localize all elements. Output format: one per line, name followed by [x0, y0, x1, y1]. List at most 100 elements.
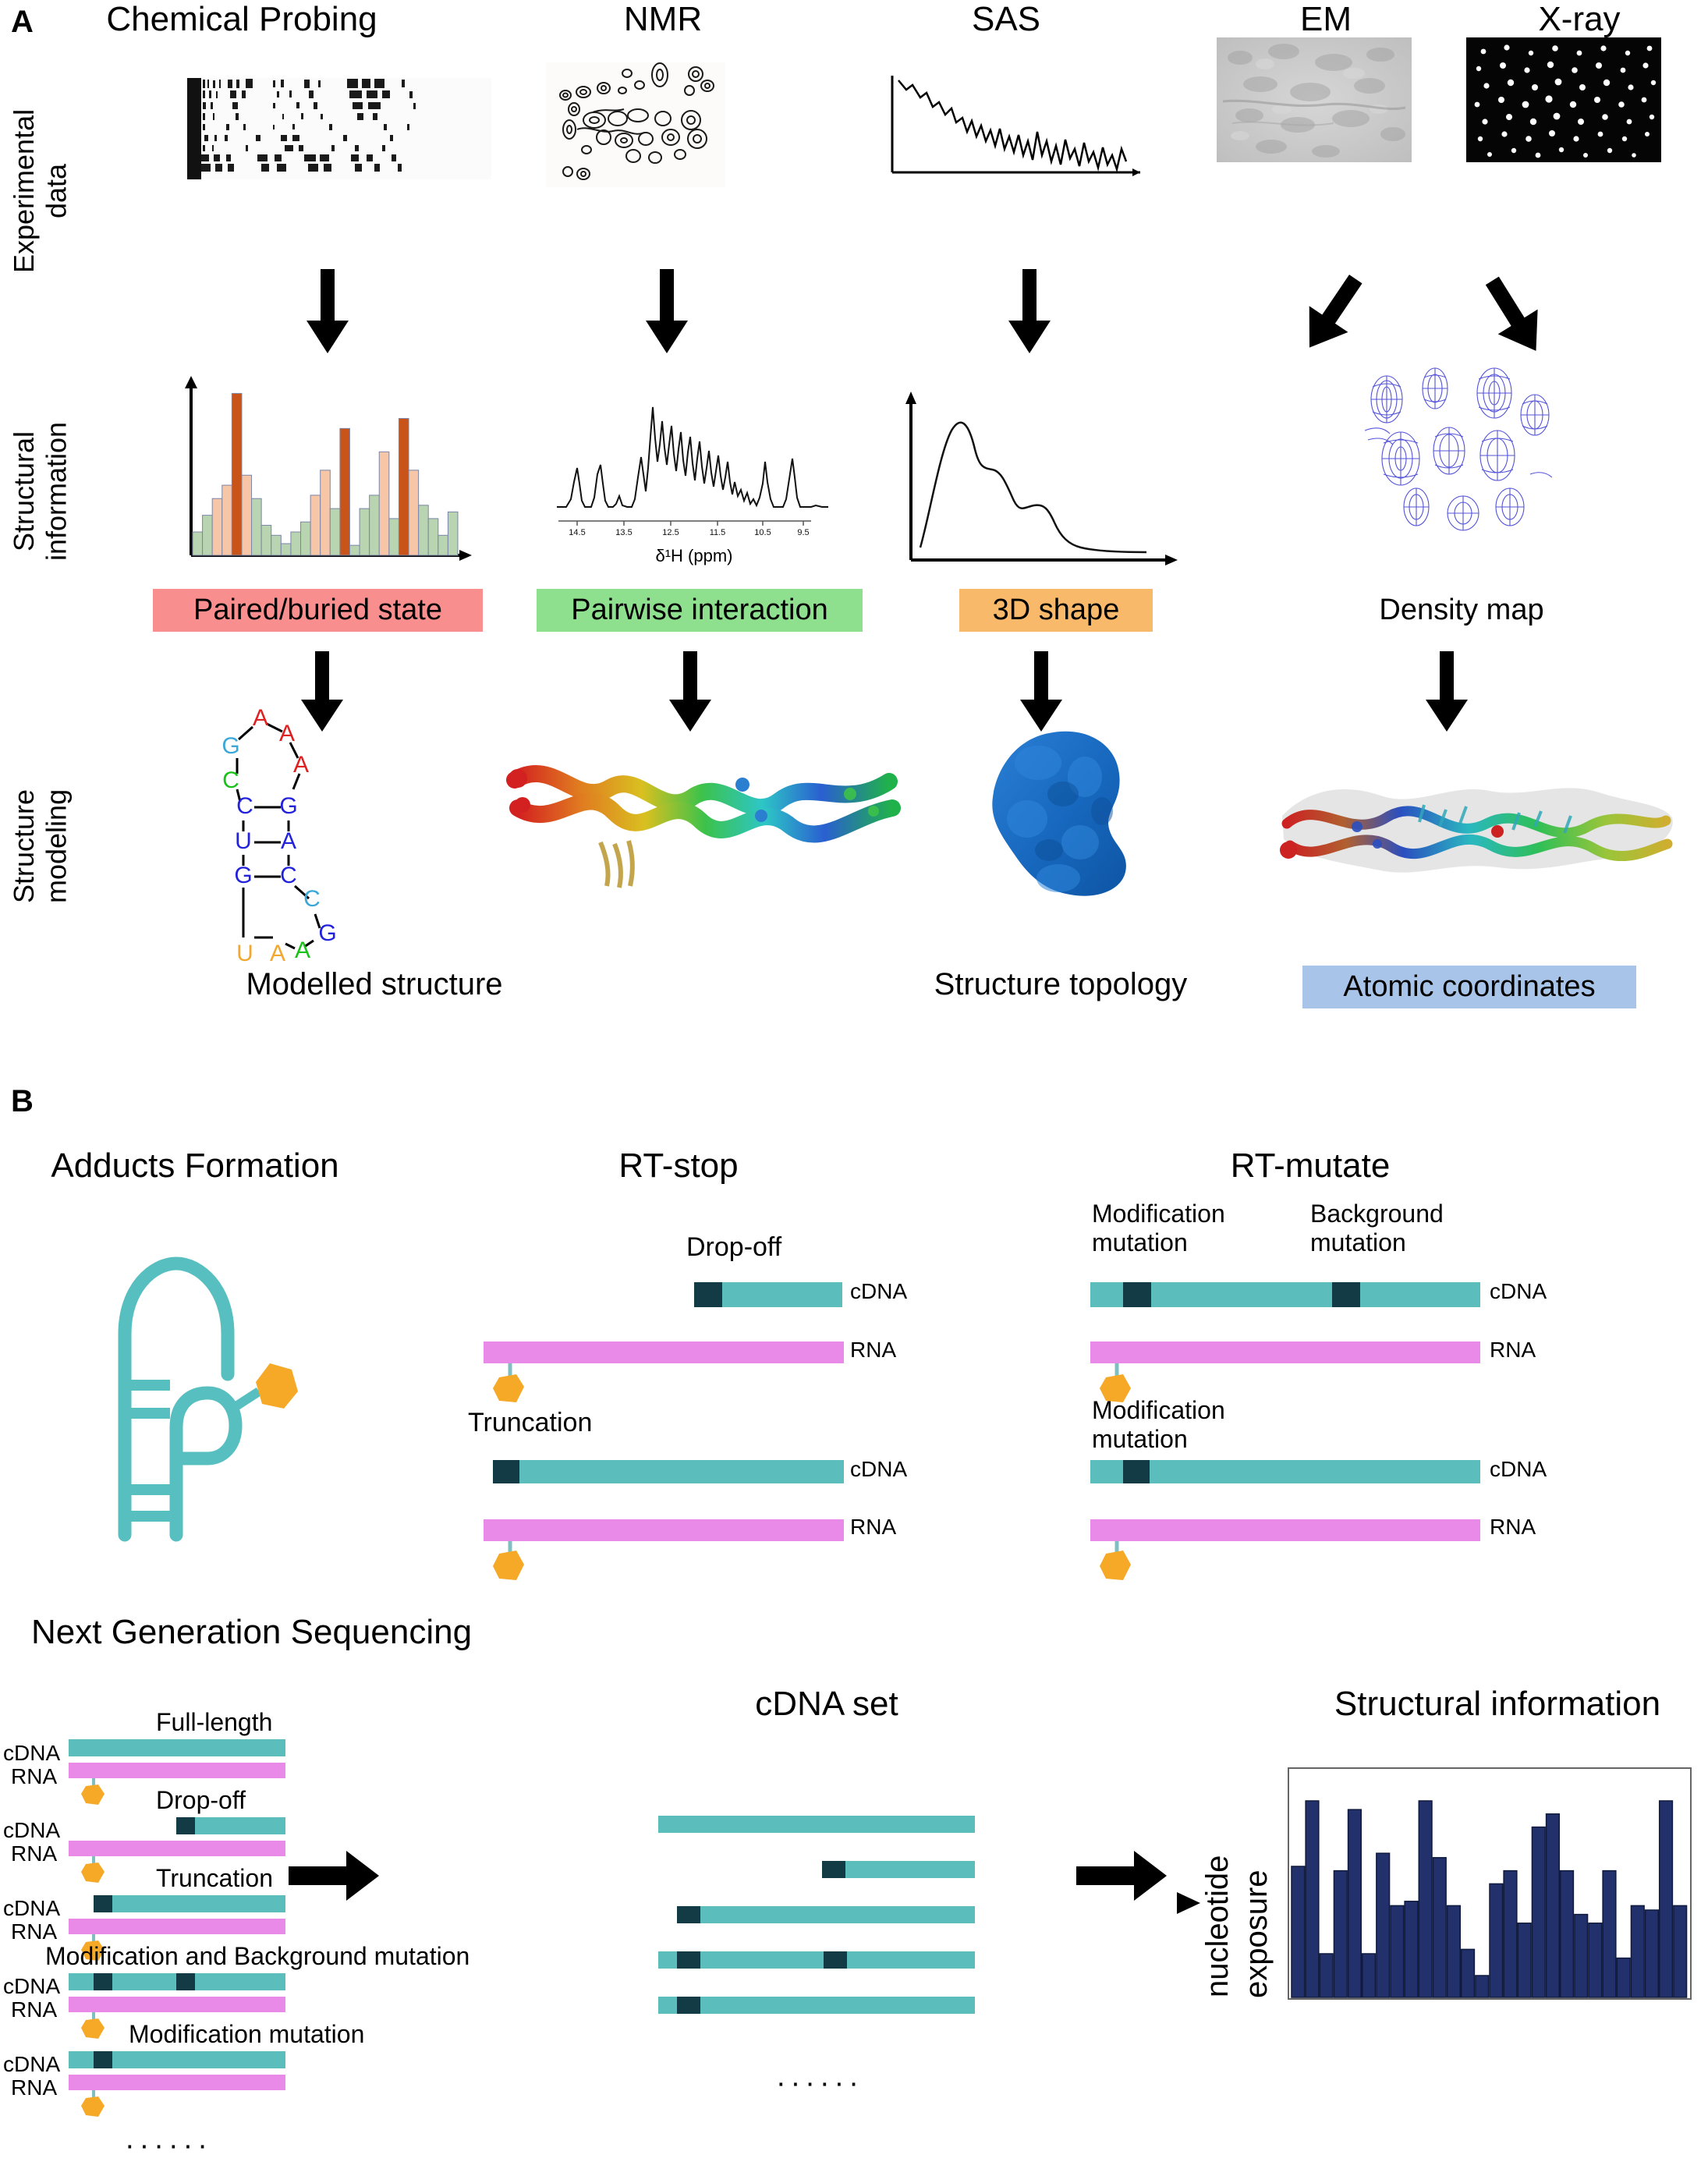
nucleotide-exposure-bar — [1673, 1905, 1688, 1998]
reactivity-bar — [300, 521, 311, 556]
ngs-row3-cdna-label: cDNA — [3, 1974, 61, 1998]
arrow-down-to-3d-structure — [663, 651, 718, 733]
arrow-right-to-structural-information — [1076, 1845, 1170, 1907]
nucleotide-exposure-bar-chart — [1287, 1767, 1692, 2001]
ngs-full-length-strands — [69, 1738, 287, 1816]
rt-stop-truncation-label: Truncation — [468, 1408, 593, 1437]
nmr-1d-spectrum: 14.5 13.5 12.5 11.5 10.5 9.5 — [554, 390, 835, 538]
rt-mutate-background-mutation-label: Background mutation — [1310, 1200, 1444, 1256]
ngs-drop-off-label: Drop-off — [156, 1786, 246, 1814]
label-density-map: Density map — [1379, 594, 1544, 626]
reactivity-bar — [398, 418, 409, 556]
reactivity-bar — [310, 494, 321, 556]
nucleotide-exposure-bar — [1644, 1909, 1660, 1998]
ngs-modification-mutation-strands — [69, 2050, 287, 2128]
nucleotide-exposure-bar — [1531, 1826, 1546, 1998]
reactivity-bar — [211, 498, 223, 556]
rt-stop-drop-off-strands — [468, 1271, 905, 1412]
xray-diffraction-image — [1466, 37, 1661, 162]
arrow-right-to-cdna-set — [289, 1845, 382, 1907]
section-title-cdna-set: cDNA set — [755, 1685, 898, 1723]
reactivity-bar — [427, 518, 439, 556]
ngs-modification-and-background-label: Modification and Background mutation — [45, 1942, 470, 1970]
ngs-truncation-label: Truncation — [156, 1864, 273, 1892]
rt-stop-drop-off-rna-label: RNA — [850, 1338, 897, 1362]
nucleotide-exposure-bar — [1630, 1905, 1645, 1998]
rt-mutate-row1-rna-label: RNA — [1490, 1338, 1536, 1362]
rt-mutate-modification-only-label: Modification mutation — [1092, 1396, 1225, 1453]
section-title-adducts-formation: Adducts Formation — [51, 1147, 339, 1185]
arrow-down-nmr — [640, 269, 694, 355]
nmr-2d-spectrum-image — [546, 62, 725, 187]
rt-mutate-modification-only-strands — [1084, 1451, 1521, 1591]
nt-G-2: G — [279, 793, 297, 819]
reactivity-bar — [231, 392, 243, 556]
nt-A-2: A — [279, 721, 295, 746]
nucleotide-exposure-bar — [1333, 1870, 1348, 1998]
nt-A-3: A — [293, 752, 309, 778]
reactivity-bar — [221, 484, 232, 556]
nucleotide-exposure-bar — [1545, 1813, 1561, 1998]
reactivity-bar — [241, 474, 253, 556]
reactivity-bar — [320, 470, 331, 556]
ngs-row2-rna-label: RNA — [11, 1919, 58, 1944]
reactivity-bar — [369, 494, 380, 556]
gel-electrophoresis-image — [187, 78, 491, 179]
ngs-full-length-label: Full-length — [156, 1708, 273, 1736]
nucleotide-exposure-bar — [1616, 1957, 1631, 1998]
nt-A-4: A — [281, 828, 296, 854]
density-map-wireframe — [1341, 359, 1575, 554]
ngs-row4-cdna-label: cDNA — [3, 2052, 61, 2076]
section-title-rt-mutate: RT-mutate — [1230, 1147, 1391, 1185]
column-title-em: EM — [1300, 0, 1352, 38]
label-structure-topology: Structure topology — [934, 967, 1188, 1001]
nucleotide-exposure-bar — [1658, 1800, 1674, 1998]
ngs-row2-cdna-label: cDNA — [3, 1896, 61, 1920]
reactivity-bar-chart — [175, 374, 487, 569]
rt-stop-truncation-rna-label: RNA — [850, 1515, 897, 1539]
section-title-rt-stop: RT-stop — [618, 1147, 739, 1185]
nucleotide-exposure-bar — [1305, 1800, 1320, 1998]
ngs-drop-off-strands — [69, 1816, 287, 1894]
nmr-tick-5: 9.5 — [797, 528, 809, 537]
reactivity-bar — [418, 505, 429, 556]
arrow-down-to-model — [295, 651, 349, 733]
arrow-diagonal-em — [1291, 273, 1377, 359]
rna-hairpin-with-adduct — [70, 1232, 304, 1544]
nucleotide-exposure-bar — [1517, 1923, 1532, 1998]
structural-info-ylabel-line2: exposure — [1239, 1870, 1274, 1999]
nt-A-6: A — [270, 941, 285, 966]
ngs-row1-cdna-label: cDNA — [3, 1818, 61, 1842]
ngs-truncation-strands — [69, 1894, 287, 1972]
ngs-modification-background-strands — [69, 1972, 287, 2050]
sas-profile-curve — [897, 382, 1193, 577]
ngs-row1-rna-label: RNA — [11, 1841, 58, 1866]
label-atomic-coordinates: Atomic coordinates — [1302, 966, 1636, 1008]
reactivity-bar — [388, 518, 399, 556]
nucleotide-exposure-bar — [1460, 1948, 1476, 1998]
rt-stop-drop-off-label: Drop-off — [686, 1232, 782, 1262]
row-label-experimental-data: Experimental data — [8, 108, 73, 274]
row-label-structure-modeling: Structure modeling — [8, 789, 73, 904]
nucleotide-exposure-bar — [1602, 1870, 1617, 1998]
cdna-set-ellipsis: ······ — [776, 2067, 863, 2100]
nt-G-3: G — [234, 863, 252, 888]
nucleotide-exposure-bar — [1446, 1905, 1462, 1998]
reactivity-bar — [447, 511, 459, 556]
rt-stop-truncation-cdna-label: cDNA — [850, 1457, 908, 1481]
nt-C-4: C — [303, 886, 321, 912]
reactivity-bar — [202, 515, 213, 556]
reactivity-bar — [329, 508, 341, 556]
atomic-model-with-surface — [1263, 749, 1685, 905]
nmr-tick-1: 13.5 — [615, 528, 632, 537]
nucleotide-exposure-bar — [1404, 1901, 1419, 1998]
adduct-hexagon-icon — [256, 1363, 298, 1409]
nucleotide-exposure-bar — [1376, 1852, 1391, 1998]
rt-stop-drop-off-cdna-label: cDNA — [850, 1279, 908, 1303]
rna-3d-rainbow-model — [484, 733, 920, 905]
reactivity-bar — [192, 531, 204, 556]
nt-C-3: C — [280, 863, 297, 888]
label-modelled-structure: Modelled structure — [246, 967, 503, 1001]
reactivity-bar — [339, 427, 350, 556]
rt-mutate-modification-mutation-label: Modification mutation — [1092, 1200, 1225, 1256]
